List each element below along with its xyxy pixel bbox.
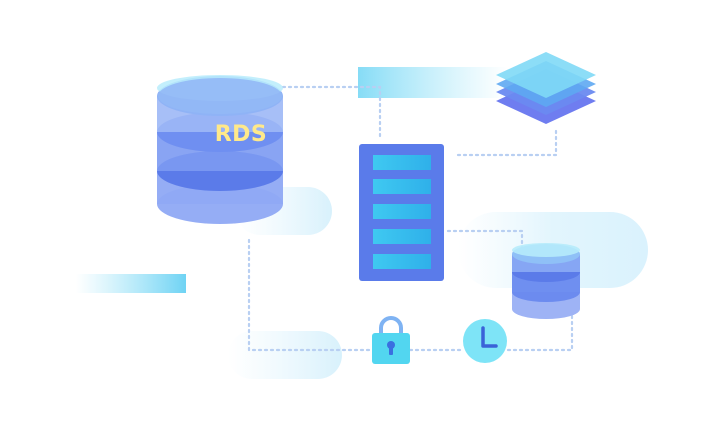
server-icon <box>359 144 444 281</box>
server-slot <box>373 204 431 219</box>
line-server-to-layers <box>456 128 558 157</box>
bar-left <box>76 274 186 293</box>
line-server-to-small-db <box>446 229 524 250</box>
rds-label: RDS <box>215 122 268 147</box>
pill-bottom-left <box>228 331 342 379</box>
database-icon <box>157 75 283 224</box>
server-slot <box>373 179 431 194</box>
clock-icon <box>463 319 507 363</box>
line-database-to-lock <box>247 238 374 352</box>
line-database-to-server <box>281 85 382 139</box>
bar-top <box>358 67 508 98</box>
server-slot <box>373 155 431 170</box>
layers-icon <box>496 52 596 124</box>
server-slot <box>373 229 431 244</box>
line-clock-to-small-db <box>506 308 574 352</box>
lock-icon <box>372 316 410 364</box>
connector-lines <box>247 85 574 352</box>
server-slot <box>373 254 431 269</box>
small-database-icon <box>512 243 580 319</box>
